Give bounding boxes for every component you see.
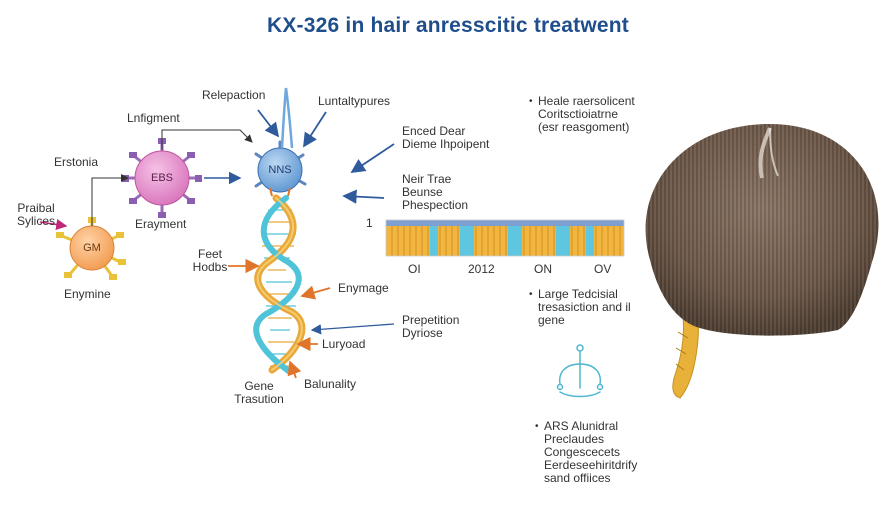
label-luntaltypures: Luntaltypures [318, 94, 391, 108]
label-erstonia: Erstonia [54, 155, 99, 169]
molecule-label-gm: GM [83, 242, 101, 254]
dna-helix [253, 194, 306, 375]
bar-panel [385, 219, 625, 257]
bar-axis-label-2: 2012 [468, 262, 495, 276]
molecule-label-nns: NNS [268, 164, 292, 176]
label-luryoad: Luryoad [322, 337, 366, 351]
follicle-icon [556, 344, 604, 398]
molecule-nns [254, 87, 307, 197]
bullet-icon: • [529, 96, 533, 107]
label-enymage: Enymage [338, 281, 389, 295]
molecule-gm [56, 217, 126, 280]
molecule-label-ebs: EBS [150, 172, 173, 184]
label-erayment: Erayment [135, 217, 187, 231]
bullet-icon: • [535, 421, 539, 432]
label-balunality: Balunality [304, 377, 357, 391]
bar-axis-label-1: OI [408, 262, 421, 276]
bullet-icon: • [529, 289, 533, 300]
label-lnfigment: Lnfigment [127, 111, 180, 125]
label-enymine: Enymine [64, 287, 111, 301]
hair-illustration [645, 123, 879, 399]
bar-axis-label-3: ON [534, 262, 552, 276]
page-title: KX-326 in hair anresscitic treatwent [266, 14, 629, 37]
label-relepaction: Relepaction [202, 88, 266, 102]
bar-axis-label-4: OV [594, 262, 612, 276]
arrows [39, 109, 395, 379]
bar-panel-marker: 1 [366, 216, 373, 230]
